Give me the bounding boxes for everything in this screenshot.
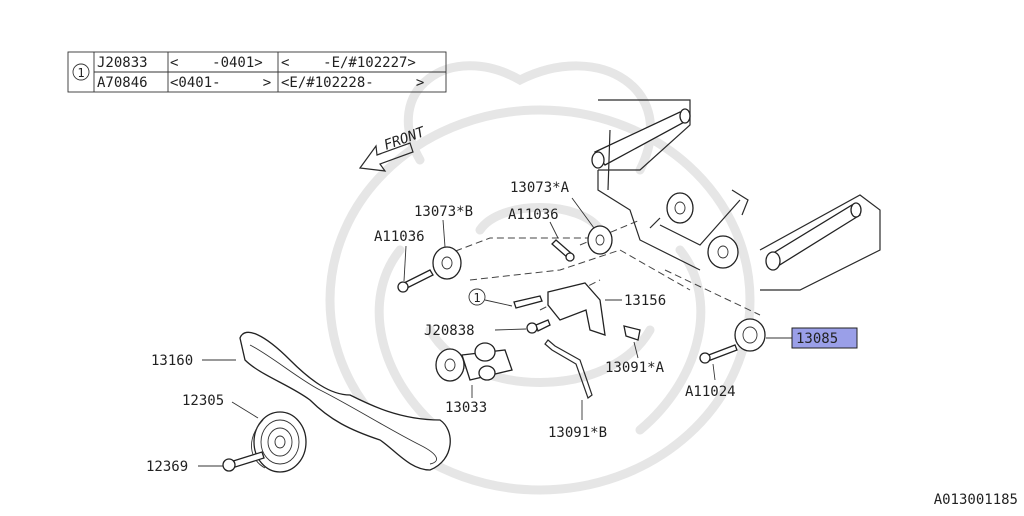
bolt-circle-1: 1 xyxy=(468,288,543,309)
camshaft-lower xyxy=(759,194,881,291)
table-index: 1 xyxy=(77,66,84,80)
label-13091a: 13091*A xyxy=(605,360,665,376)
table-row2-range1: <0401- > xyxy=(170,75,271,91)
label-j20838: J20838 xyxy=(424,323,475,339)
bolt-a11024: A11024 xyxy=(685,344,738,400)
diagram-id: A013001185 xyxy=(934,492,1018,508)
label-12305: 12305 xyxy=(182,393,224,409)
watermark-emblem xyxy=(325,61,755,495)
crank-pulley-12305: 12305 xyxy=(182,393,307,473)
clip-13091a: 13091*A xyxy=(605,325,665,376)
tensioner-13033: 13033 xyxy=(435,342,513,416)
label-a11036-upper: A11036 xyxy=(508,207,559,223)
table-row1-part: J20833 xyxy=(97,55,148,71)
label-a11036-left: A11036 xyxy=(374,229,425,245)
bolt-a11036-upper: A11036 xyxy=(508,207,575,262)
label-13156: 13156 xyxy=(624,293,666,309)
tensioner-bracket-13156: 13156 xyxy=(547,282,666,336)
pulley-13085: 13085 xyxy=(734,318,858,352)
bolt-j20838: J20838 xyxy=(424,319,551,339)
label-circle-1: 1 xyxy=(473,291,480,305)
idler-pulley-13073a: 13073*A xyxy=(510,180,613,255)
bolt-12369: 12369 xyxy=(146,451,265,475)
label-12369: 12369 xyxy=(146,459,188,475)
highlight-13085 xyxy=(791,327,858,349)
label-13073b: 13073*B xyxy=(414,204,473,220)
label-13160: 13160 xyxy=(151,353,193,369)
idler-assembly-upper xyxy=(649,189,749,269)
applicability-table: 1 J20833 < -0401> < -E/#102227> A70846 <… xyxy=(67,51,447,93)
label-a11024: A11024 xyxy=(685,384,736,400)
label-13091b: 13091*B xyxy=(548,425,607,441)
label-13085: 13085 xyxy=(796,331,838,347)
idler-pulley-13073b: 13073*B xyxy=(414,204,473,280)
camshaft-upper xyxy=(591,99,701,271)
label-13033: 13033 xyxy=(445,400,487,416)
table-row2-range2: <E/#102228- > xyxy=(281,75,424,91)
timing-belt-13160: 13160 xyxy=(151,331,451,471)
table-row1-range1: < -0401> xyxy=(170,55,263,71)
label-13073a: 13073*A xyxy=(510,180,570,196)
bolt-a11036-left: A11036 xyxy=(374,229,434,293)
table-row1-range2: < -E/#102227> xyxy=(281,55,416,71)
rail-13091b: 13091*B xyxy=(544,339,607,441)
table-row2-part: A70846 xyxy=(97,75,148,91)
